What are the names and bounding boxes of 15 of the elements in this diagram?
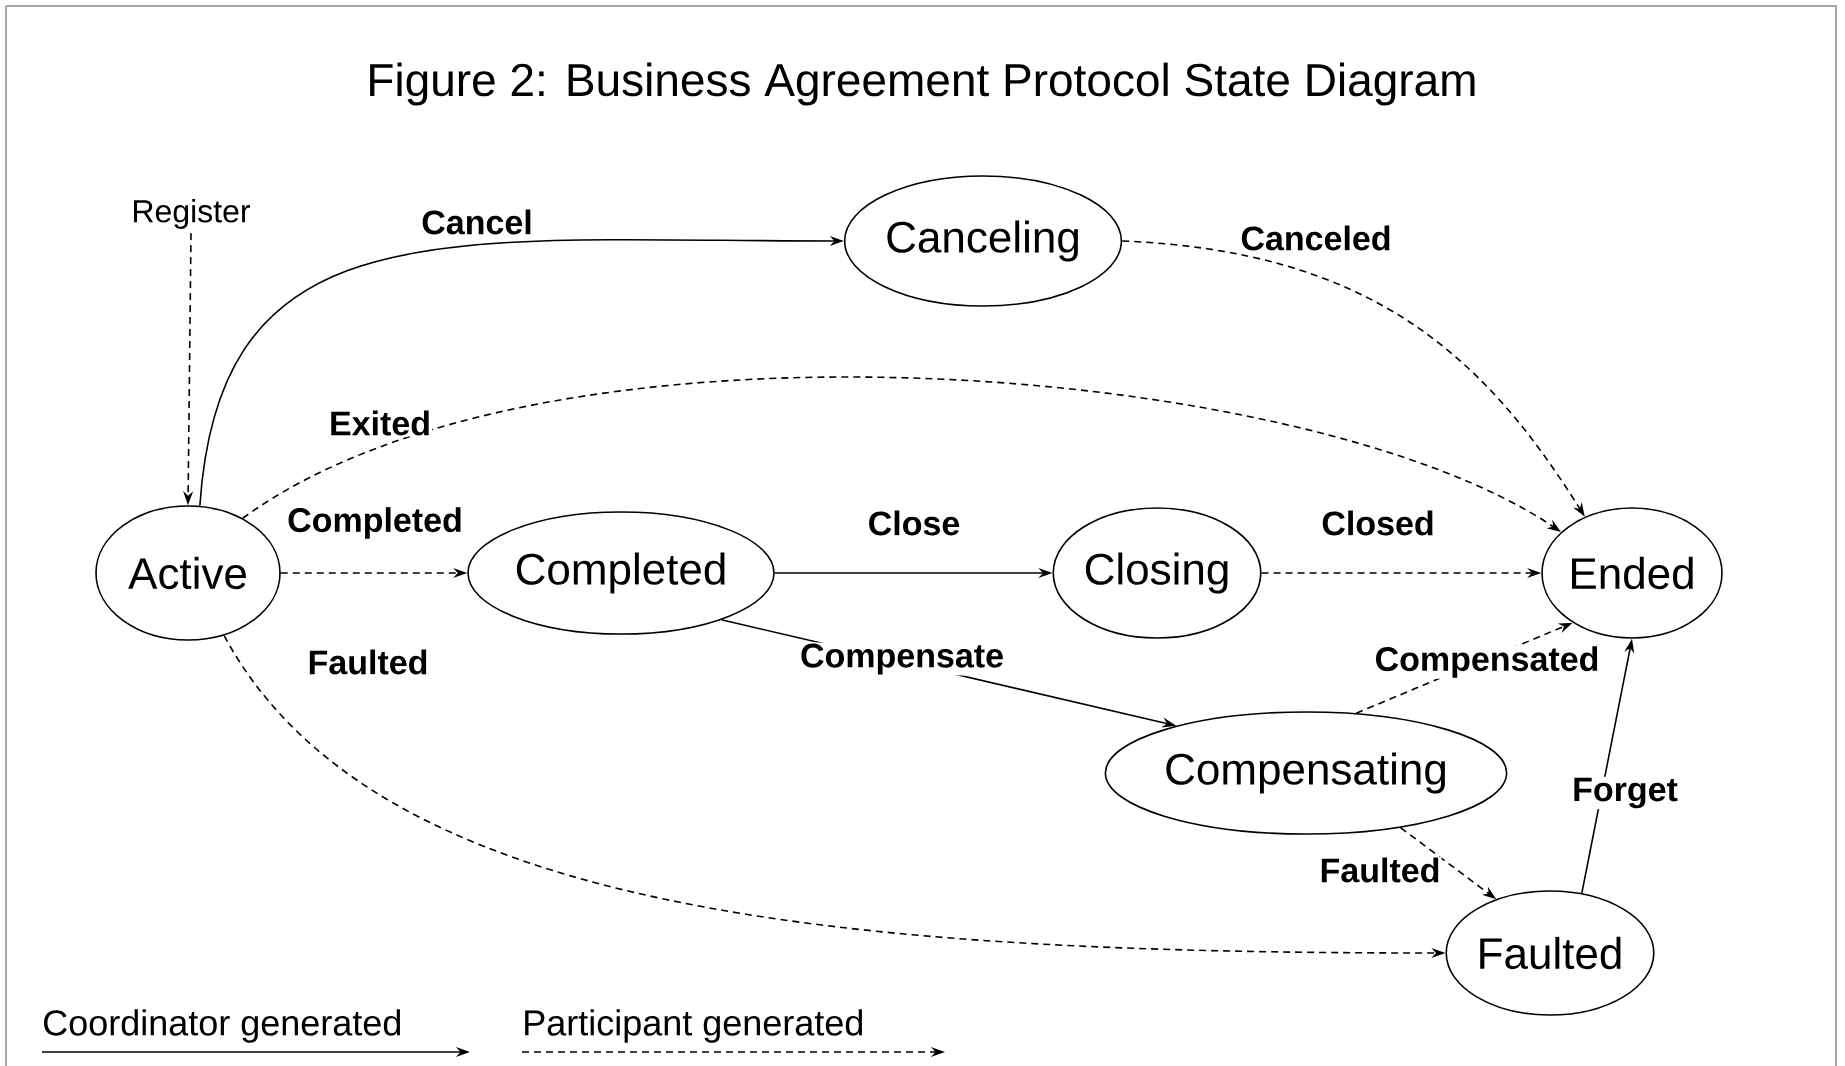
title: Figure 2: Business Agreement Protocol State Diagram xyxy=(370,62,1475,106)
node-label: Register xyxy=(134,199,250,229)
edge-label: Faulted xyxy=(306,648,430,676)
edge-label: Canceled xyxy=(1239,224,1393,252)
legend-label: Participant generated xyxy=(525,1009,862,1043)
edge-label: Cancel xyxy=(420,208,534,236)
edge-label: Compensated xyxy=(1373,645,1601,679)
edge-label: Exited xyxy=(328,409,432,437)
legend-label: Coordinator generated xyxy=(44,1009,400,1043)
edge-label: Faulted xyxy=(1318,856,1442,884)
edge-label: Compensate xyxy=(799,642,1006,676)
edge-label: Forget xyxy=(1571,776,1679,810)
edge-label: Close xyxy=(866,509,962,537)
edge-label: Closed xyxy=(1320,509,1436,537)
edge-label: Completed xyxy=(286,506,464,540)
